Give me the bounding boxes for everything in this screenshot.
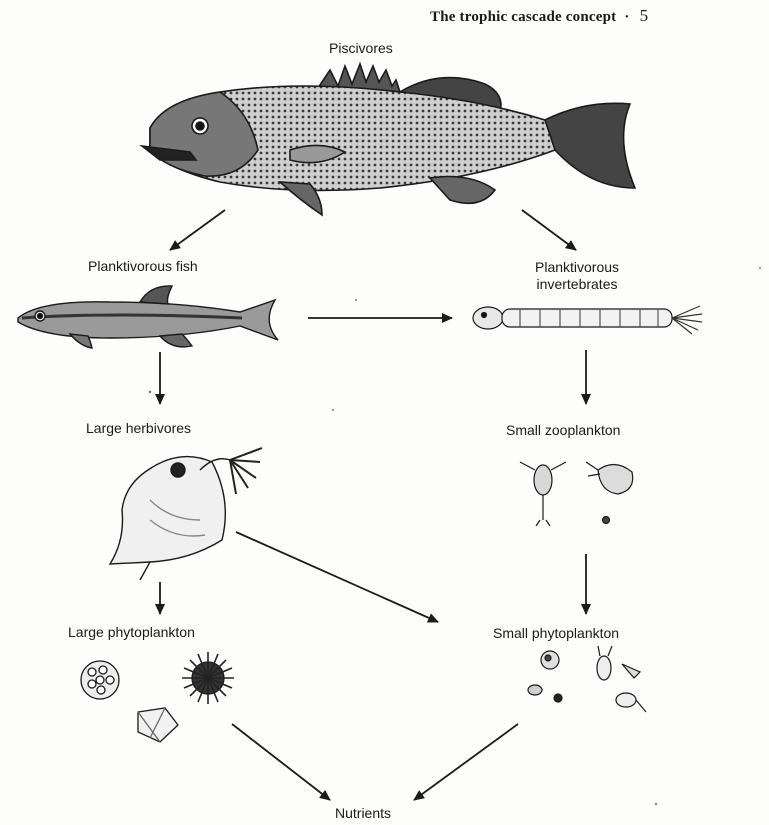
label-large-herbivores: Large herbivores [86,420,191,437]
large-herbivore-illustration [110,448,262,580]
label-large-phytoplankton: Large phytoplankton [68,624,195,641]
small-zooplankton-illustration [520,462,633,526]
arrow-piscivores-to-planktivorous-invertebrates [522,210,576,250]
arrow-large-herbivores-to-small-phytoplankton [236,532,438,622]
planktivorous-fish-illustration [18,286,278,348]
label-small-zooplankton: Small zooplankton [506,422,620,439]
arrow-small-phytoplankton-to-nutrients [414,724,518,800]
large-phytoplankton-illustration [81,652,234,742]
arrow-large-phytoplankton-to-nutrients [232,724,330,800]
small-phytoplankton-illustration [528,646,646,712]
planktivorous-invertebrate-illustration [473,306,702,334]
label-planktivorous-invertebrates: Planktivorous invertebrates [535,259,619,293]
label-small-phytoplankton: Small phytoplankton [493,625,619,642]
label-piscivores: Piscivores [329,40,393,57]
label-nutrients: Nutrients [335,805,391,822]
print-speckles [149,267,761,805]
label-planktivorous-invertebrates-line1: Planktivorous [535,259,619,276]
arrow-piscivores-to-planktivorous-fish [170,210,225,250]
piscivore-fish-illustration [142,64,635,215]
label-planktivorous-fish: Planktivorous fish [88,258,198,275]
label-planktivorous-invertebrates-line2: invertebrates [535,276,619,293]
